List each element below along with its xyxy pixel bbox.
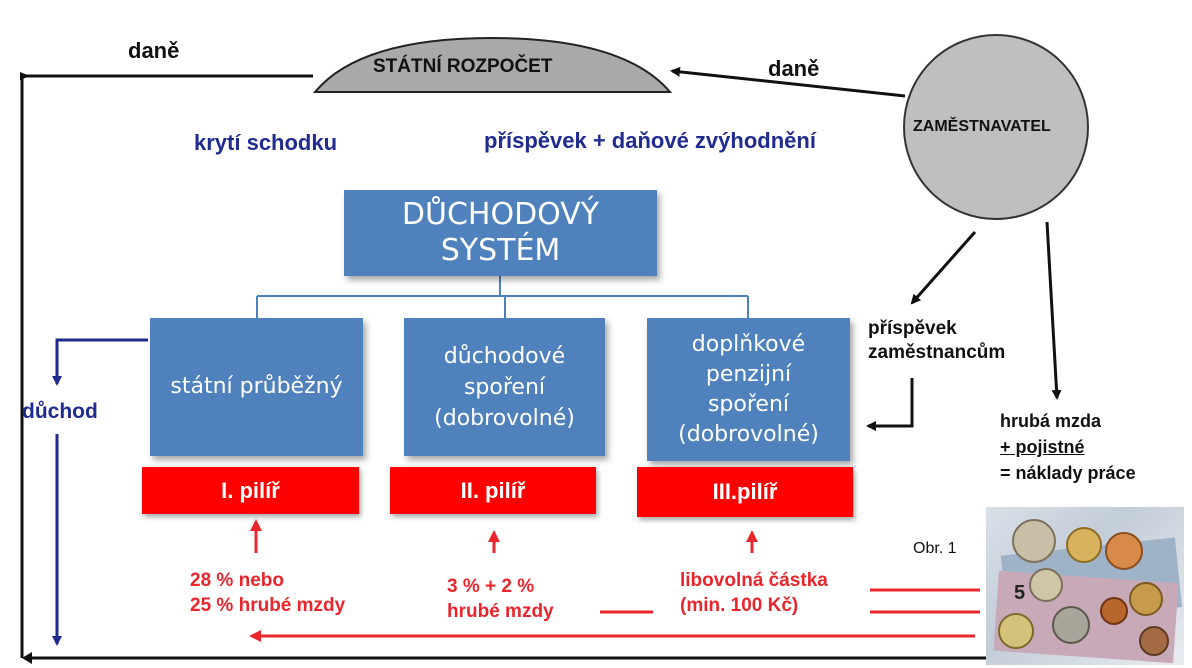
pillar2-label: II. pilíř [390, 467, 596, 514]
pension-system-title: DŮCHODOVÝ SYSTÉM [401, 197, 600, 268]
gross-wage-arrow [1045, 221, 1062, 400]
contribution-into-pillar3 [866, 378, 914, 431]
gross-wage-label: hrubá mzda [1000, 411, 1102, 431]
contribution-tax-benefit-label: příspěvek + daňové zvýhodnění [484, 128, 816, 153]
pillar2-box: důchodové spoření (dobrovolné) [404, 318, 605, 456]
pillar1-box-text: státní průběžný [170, 374, 343, 399]
figure-caption: Obr. 1 [913, 540, 957, 557]
taxes-label-right: daně [768, 56, 820, 81]
employee-contribution-label-2: zaměstnancům [868, 342, 1006, 363]
pillar3-box-text: doplňkové penzijní spoření (dobrovolné) [678, 331, 819, 447]
pension-out-arrow [52, 338, 148, 386]
money-photo: 5 [986, 507, 1184, 665]
arrow-into-left [20, 72, 30, 80]
state-budget-dome [312, 36, 673, 93]
pillar3-label: III.pilíř [637, 467, 853, 517]
deficit-coverage-label: krytí schodku [194, 130, 338, 155]
employer-circle [903, 34, 1089, 220]
pillar1-contribution: 28 % nebo 25 % hrubé mzdy [190, 570, 346, 616]
employer-contribution-arrow [910, 231, 977, 305]
pillar2-contribution: 3 % + 2 % hrubé mzdy [447, 576, 554, 622]
banknote-figure: 5 [1014, 582, 1025, 604]
pension-system-box: DŮCHODOVÝ SYSTÉM [344, 190, 657, 276]
pension-label: důchod [22, 400, 98, 423]
pillar3-box: doplňkové penzijní spoření (dobrovolné) [647, 318, 850, 461]
insurance-label: + pojistné [1000, 437, 1085, 457]
employee-contribution-label-1: příspěvek [868, 318, 957, 339]
employer-label: ZAMĚSTNAVATEL [913, 118, 1051, 135]
coins-and-banknotes-illustration: 5 [993, 519, 1183, 664]
state-budget-label: STÁTNÍ ROZPOČET [373, 56, 553, 77]
pillar1-box: státní průběžný [150, 318, 363, 456]
pillar3-contribution: libovolná částka (min. 100 Kč) [680, 570, 828, 616]
taxes-label-left: daně [128, 38, 180, 63]
arrow-bottom-left [22, 652, 32, 664]
pillar1-label: I. pilíř [142, 467, 359, 514]
labor-cost-label: = náklady práce [1000, 463, 1136, 483]
employer-tax-arrow [670, 66, 906, 98]
pillar2-box-text: důchodové spoření (dobrovolné) [434, 343, 575, 431]
